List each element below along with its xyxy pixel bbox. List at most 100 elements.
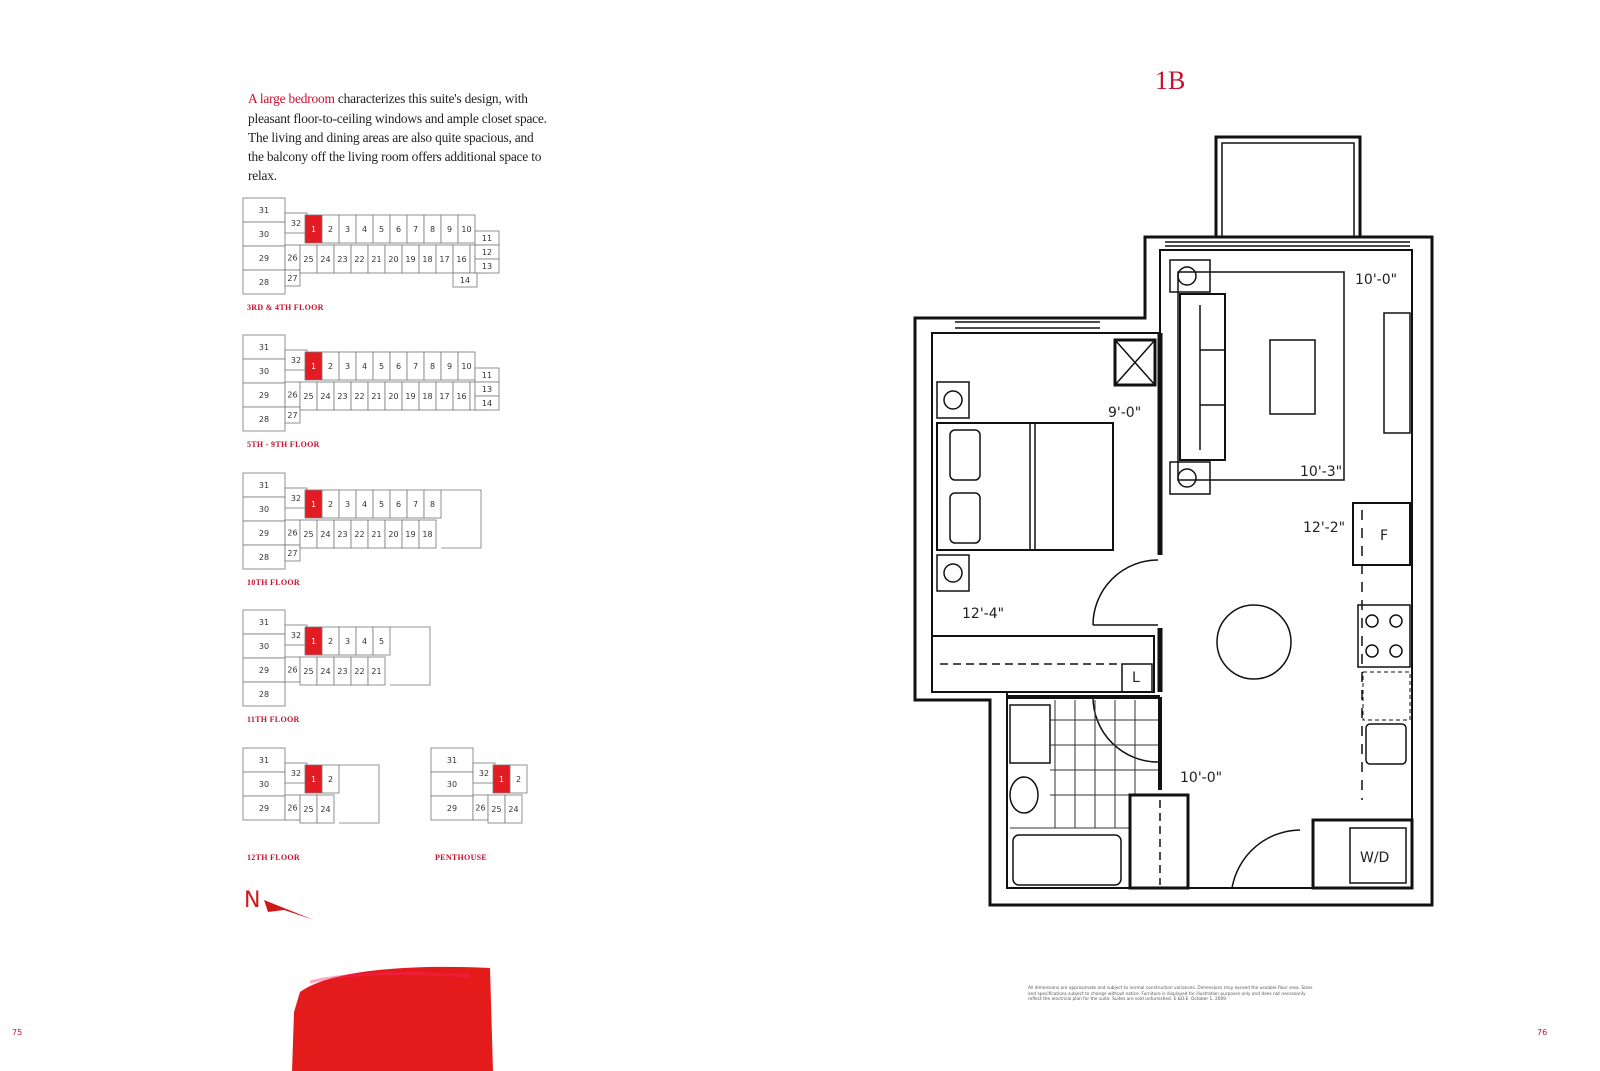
north-indicator: N [244, 888, 314, 920]
key-unit-30 [430, 771, 474, 797]
unit-number: 24 [320, 255, 330, 264]
unit-number: 20 [388, 255, 398, 264]
unit-number: 24 [320, 530, 330, 539]
unit-number: 2 [328, 225, 333, 234]
unit-number: 4 [362, 500, 367, 509]
unit-number: 25 [491, 805, 501, 814]
unit-number: 30 [259, 642, 269, 651]
unit-number: 10 [461, 362, 471, 371]
unit-number: 16 [456, 392, 466, 401]
unit-number: 29 [259, 254, 269, 263]
unit-number: 8 [430, 225, 435, 234]
unit-number: 11 [482, 234, 492, 243]
unit-number: 29 [259, 529, 269, 538]
key-unit-28 [242, 269, 286, 295]
unit-number: 21 [371, 392, 381, 401]
unit-number: 31 [259, 206, 269, 215]
unit-number: 21 [371, 667, 381, 676]
unit-number: 2 [328, 362, 333, 371]
unit-number: 6 [396, 362, 401, 371]
unit-number: 2 [328, 500, 333, 509]
key-unit-14 [452, 272, 478, 288]
page-number-left: 75 [12, 1028, 23, 1037]
unit-number: 31 [259, 756, 269, 765]
unit-number: 29 [259, 804, 269, 813]
floor-label: 11TH FLOOR [247, 715, 300, 724]
unit-number: 30 [259, 230, 269, 239]
unit-number: 22 [354, 667, 364, 676]
key-unit-29 [242, 520, 286, 546]
unit-number: 3 [345, 637, 350, 646]
unit-number: 26 [475, 804, 485, 813]
washer-dryer-label: W/D [1360, 850, 1389, 866]
unit-number: 7 [413, 500, 418, 509]
key-unit-30 [242, 221, 286, 247]
intro-highlight: A large bedroom [248, 91, 335, 107]
unit-number: 28 [259, 278, 269, 287]
key-unit-27 [284, 269, 301, 287]
unit-number: 27 [287, 549, 297, 558]
key-unit-30 [242, 358, 286, 384]
unit-number: 4 [362, 225, 367, 234]
unit-number: 30 [259, 505, 269, 514]
unit-number: 31 [259, 343, 269, 352]
unit-number: 23 [337, 667, 347, 676]
unit-number: 23 [337, 530, 347, 539]
unit-number: 26 [287, 391, 297, 400]
disclaimer: All dimensions are approximate and subje… [1028, 986, 1313, 1003]
unit-number: 2 [328, 637, 333, 646]
unit-number: 18 [422, 392, 432, 401]
key-unit-28 [242, 406, 286, 432]
dim-living-depth: 10'-3" [1300, 464, 1342, 480]
unit-number: 8 [430, 500, 435, 509]
unit-number: 8 [430, 362, 435, 371]
unit-number: 32 [291, 769, 301, 778]
unit-number: 16 [456, 255, 466, 264]
key-unit-10 [457, 351, 476, 381]
key-unit-24 [504, 794, 523, 824]
key-unit-30 [242, 496, 286, 522]
unit-number: 17 [439, 255, 449, 264]
unit-number: 17 [439, 392, 449, 401]
key-unit-28 [242, 681, 286, 707]
unit-number: 24 [508, 805, 518, 814]
unit-number: 32 [291, 356, 301, 365]
unit-number: 6 [396, 225, 401, 234]
unit-number: 3 [345, 500, 350, 509]
intro-text: characterizes this suite's design, with … [248, 91, 547, 184]
unit-number: 1 [311, 775, 316, 784]
unit-number: 23 [337, 392, 347, 401]
unit-number: 3 [345, 225, 350, 234]
unit-number: 6 [396, 500, 401, 509]
key-unit-10 [457, 214, 476, 244]
unit-number: 14 [482, 399, 492, 408]
key-unit-29 [430, 795, 474, 821]
key-unit-29 [242, 795, 286, 821]
key-unit-2 [509, 764, 528, 794]
unit-number: 9 [447, 225, 452, 234]
unit-number: 23 [337, 255, 347, 264]
unit-number: 32 [291, 219, 301, 228]
unit-number: 3 [345, 362, 350, 371]
unit-number: 32 [479, 769, 489, 778]
unit-number: 31 [447, 756, 457, 765]
unit-number: 19 [405, 392, 415, 401]
unit-number: 32 [291, 494, 301, 503]
unit-number: 22 [354, 530, 364, 539]
key-unit-2 [321, 764, 340, 794]
unit-number: 9 [447, 362, 452, 371]
key-unit-14 [474, 395, 500, 411]
key-unit-18 [418, 519, 437, 549]
unit-number: 31 [259, 481, 269, 490]
unit-number: 26 [287, 529, 297, 538]
unit-number: 18 [422, 255, 432, 264]
unit-number: 1 [311, 637, 316, 646]
exterior-wall [913, 235, 1434, 907]
